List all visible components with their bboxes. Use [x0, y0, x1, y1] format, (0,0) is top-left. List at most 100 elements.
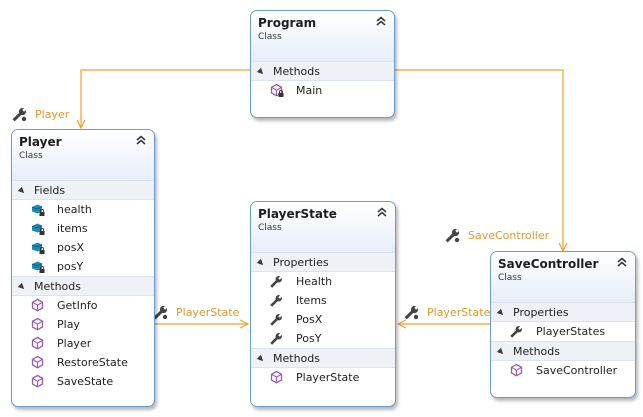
- class-stereotype: Class: [258, 223, 282, 233]
- property-wrench-icon: [510, 325, 523, 338]
- collapse-chevron-icon[interactable]: [376, 206, 388, 218]
- member-posy[interactable]: posY: [12, 257, 154, 276]
- field-icon: [31, 204, 45, 216]
- field-icon: [31, 223, 45, 235]
- section-title: Methods: [34, 280, 81, 293]
- member-health[interactable]: health: [12, 200, 154, 219]
- method-icon: [31, 374, 44, 388]
- member-name: posX: [57, 241, 84, 254]
- collapse-chevron-icon[interactable]: [375, 15, 387, 27]
- member-name: health: [57, 203, 92, 216]
- member-name: PlayerStates: [536, 325, 606, 338]
- method-icon: [31, 298, 44, 312]
- section-title: Fields: [34, 184, 66, 197]
- member-name: PosY: [296, 332, 322, 345]
- section-title: Methods: [513, 345, 560, 358]
- property-wrench-icon: [270, 332, 283, 345]
- section-header-methods[interactable]: Methods: [491, 341, 635, 361]
- association-wrench-icon: [404, 304, 420, 320]
- member-name: RestoreState: [57, 356, 128, 369]
- member-name: SaveState: [57, 375, 114, 388]
- class-stereotype: Class: [258, 32, 282, 42]
- section-header-methods[interactable]: Methods: [251, 61, 394, 81]
- association-wrench-icon: [12, 106, 28, 122]
- section-header-fields[interactable]: Fields: [12, 180, 154, 200]
- collapse-triangle-icon[interactable]: [17, 186, 27, 196]
- member-name: PlayerState: [296, 371, 360, 384]
- association-label-savecontroller: SaveController: [468, 229, 550, 242]
- section-title: Methods: [273, 352, 320, 365]
- member-playerstates[interactable]: PlayerStates: [491, 322, 635, 341]
- association-label-player: Player: [35, 108, 70, 121]
- member-name: items: [57, 222, 88, 235]
- class-name: SaveController: [498, 257, 599, 271]
- member-name: Main: [296, 84, 323, 97]
- connector-program-player: [81, 69, 250, 128]
- member-name: SaveController: [536, 364, 618, 377]
- method-icon: [270, 83, 284, 97]
- member-items[interactable]: Items: [251, 291, 395, 310]
- section-header-methods[interactable]: Methods: [12, 276, 154, 296]
- association-wrench-icon: [153, 304, 169, 320]
- member-health[interactable]: Health: [251, 272, 395, 291]
- collapse-triangle-icon[interactable]: [496, 347, 506, 357]
- collapse-triangle-icon[interactable]: [256, 258, 266, 268]
- method-icon: [31, 355, 44, 369]
- member-name: posY: [57, 260, 84, 273]
- member-main[interactable]: Main: [251, 81, 394, 100]
- method-icon: [31, 317, 44, 331]
- collapse-triangle-icon[interactable]: [256, 67, 266, 77]
- member-savecontroller[interactable]: SaveController: [491, 361, 635, 380]
- class-stereotype: Class: [498, 273, 522, 283]
- collapse-triangle-icon[interactable]: [256, 354, 266, 364]
- class-stereotype: Class: [19, 151, 43, 161]
- collapse-triangle-icon[interactable]: [17, 282, 27, 292]
- member-play[interactable]: Play: [12, 315, 154, 334]
- collapse-chevron-icon[interactable]: [616, 256, 628, 268]
- member-player[interactable]: Player: [12, 334, 154, 353]
- member-name: Play: [57, 318, 80, 331]
- member-savestate[interactable]: SaveState: [12, 372, 154, 391]
- class-name: Program: [258, 16, 317, 30]
- collapse-triangle-icon[interactable]: [496, 308, 506, 318]
- member-name: Player: [57, 337, 92, 350]
- association-wrench-icon: [445, 227, 461, 243]
- member-restorestate[interactable]: RestoreState: [12, 353, 154, 372]
- section-header-properties[interactable]: Properties: [491, 302, 635, 322]
- field-icon: [31, 261, 45, 273]
- member-posy[interactable]: PosY: [251, 329, 395, 348]
- method-icon: [510, 363, 523, 377]
- member-name: GetInfo: [57, 299, 98, 312]
- section-title: Properties: [273, 256, 329, 269]
- connector-program-savecontroller: [395, 69, 563, 251]
- member-name: PosX: [296, 313, 323, 326]
- property-wrench-icon: [270, 313, 283, 326]
- member-getinfo[interactable]: GetInfo: [12, 296, 154, 315]
- member-playerstate[interactable]: PlayerState: [251, 368, 395, 387]
- section-title: Methods: [273, 65, 320, 78]
- property-wrench-icon: [270, 294, 283, 307]
- member-posx[interactable]: PosX: [251, 310, 395, 329]
- member-name: Items: [296, 294, 327, 307]
- association-label-playerstate: PlayerState: [427, 306, 491, 319]
- collapse-chevron-icon[interactable]: [135, 134, 147, 146]
- section-header-methods[interactable]: Methods: [251, 348, 395, 368]
- method-icon: [31, 336, 44, 350]
- section-header-properties[interactable]: Properties: [251, 252, 395, 272]
- association-label-playerstate: PlayerState: [176, 306, 240, 319]
- class-name: PlayerState: [258, 207, 337, 221]
- member-name: Health: [296, 275, 333, 288]
- member-items[interactable]: items: [12, 219, 154, 238]
- method-icon: [270, 370, 283, 384]
- property-wrench-icon: [270, 275, 283, 288]
- member-posx[interactable]: posX: [12, 238, 154, 257]
